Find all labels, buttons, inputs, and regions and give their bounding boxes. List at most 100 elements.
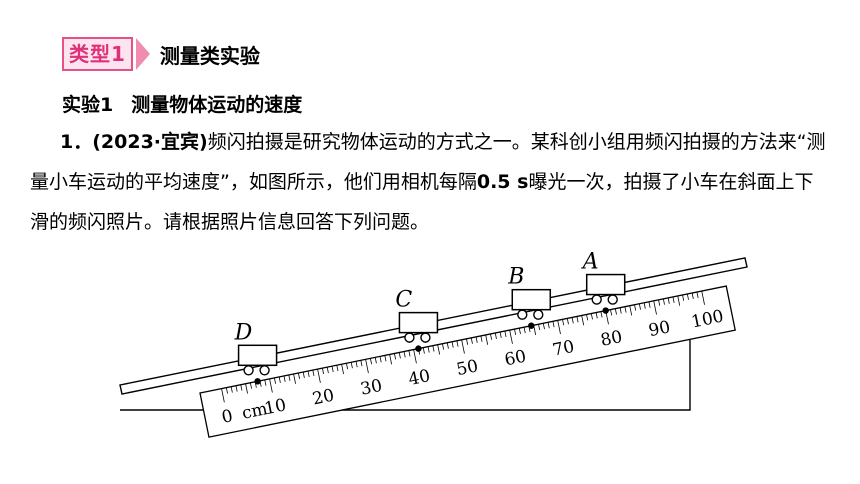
car-label: B xyxy=(507,265,524,290)
ruler-tick xyxy=(302,371,305,378)
question-body: 频闪拍摄是研究物体运动的方式之一。某科创小组用频闪拍摄的方法来“测量小车运动的平… xyxy=(30,131,826,193)
ruler-tick xyxy=(576,316,579,323)
ruler-tick xyxy=(365,359,369,374)
ruler-tick xyxy=(403,351,406,358)
ruler-tick xyxy=(586,314,589,321)
ruler-tick xyxy=(317,369,321,383)
question-body-end: 曝光一次，拍摄了小车在斜面上下滑的频闪照片。请根据照片信息回答下列问题。 xyxy=(30,171,814,233)
ruler-tick xyxy=(701,290,705,305)
ruler-tick xyxy=(326,367,329,374)
ruler-tick xyxy=(566,318,569,325)
ruler-label: 70 xyxy=(551,337,576,361)
ruler-label: 20 xyxy=(311,386,336,410)
ruler-tick xyxy=(547,322,550,329)
experiment-title: 测量物体运动的速度 xyxy=(131,94,303,116)
ruler-tick xyxy=(370,358,373,365)
ruler-tick xyxy=(523,327,526,334)
ruler-tick xyxy=(638,303,641,310)
ruler-tick xyxy=(662,298,665,305)
ruler-tick xyxy=(245,383,248,394)
ruler-tick xyxy=(374,357,377,364)
question-number: 1． xyxy=(60,131,93,153)
ruler-label: 80 xyxy=(599,327,624,351)
ruler-tick xyxy=(398,352,401,359)
ruler-tick xyxy=(643,302,646,309)
ruler-tick xyxy=(288,374,291,381)
ruler-body xyxy=(199,285,736,438)
ruler-tick xyxy=(355,361,358,368)
ruler-tick xyxy=(336,365,339,372)
car-wheel xyxy=(517,309,528,320)
ruler-tick xyxy=(509,329,513,344)
ruler-tick xyxy=(360,360,363,367)
question-interval: 0.5 s xyxy=(476,171,529,193)
ruler-tick xyxy=(619,307,622,314)
car-body xyxy=(237,344,278,367)
ruler-tick xyxy=(249,382,252,389)
ruler-label: 40 xyxy=(407,366,432,390)
car-wheel xyxy=(404,332,415,343)
car-b-marker xyxy=(528,322,535,329)
ruler-tick xyxy=(466,338,469,345)
ruler-tick xyxy=(648,301,651,308)
ruler-tick xyxy=(273,377,276,384)
ruler-tick xyxy=(312,370,315,377)
type-badge-title: 测量类实验 xyxy=(159,43,260,68)
ruler-tick xyxy=(225,387,228,394)
ruler-tick xyxy=(456,340,459,347)
ruler-tick xyxy=(490,333,493,340)
car-wheel xyxy=(533,309,544,320)
car-body xyxy=(585,273,626,296)
ruler-tick xyxy=(677,295,681,306)
ruler-tick xyxy=(389,354,393,365)
ruler-tick xyxy=(485,334,489,345)
ruler-tick xyxy=(562,319,565,326)
car-wheel xyxy=(259,365,270,376)
badge-arrow-icon xyxy=(135,38,150,70)
car-label: C xyxy=(395,288,412,313)
ruler-tick xyxy=(518,328,521,335)
ruler-tick xyxy=(297,372,300,379)
ruler-tick xyxy=(480,335,483,342)
ruler-tick xyxy=(600,311,603,318)
ruler-tick xyxy=(322,368,324,375)
ruler-tick xyxy=(571,317,574,324)
ruler-tick xyxy=(475,336,478,343)
ruler-tick xyxy=(590,313,593,320)
ruler-tick xyxy=(269,378,273,393)
ruler-tick xyxy=(696,291,699,298)
ruler-label: 90 xyxy=(647,317,672,341)
ruler-tick xyxy=(432,345,435,352)
ruler-tick xyxy=(346,363,348,370)
ruler-tick xyxy=(470,337,473,344)
ruler-tick xyxy=(581,315,585,326)
ruler-tick xyxy=(264,379,267,386)
ruler-tick xyxy=(682,294,685,301)
ruler-tick xyxy=(552,321,555,328)
car-wheel xyxy=(243,365,254,376)
ruler-tick xyxy=(379,356,382,363)
ruler-tick xyxy=(331,366,334,373)
ruler-tick xyxy=(634,304,637,311)
question-text: 1．(2023·宜宾)频闪拍摄是研究物体运动的方式之一。某科创小组用频闪拍摄的方… xyxy=(30,122,830,242)
ruler-tick xyxy=(504,330,507,338)
car-d: D xyxy=(234,320,278,376)
car-b: B xyxy=(507,265,552,320)
ruler-label: 60 xyxy=(503,347,528,371)
ruler-tick xyxy=(278,376,281,383)
ruler-tick xyxy=(595,312,598,319)
ruler-label: 50 xyxy=(455,356,480,380)
car-a-marker xyxy=(602,307,609,314)
ruler-label: 0 xyxy=(220,406,235,428)
car-d-marker xyxy=(254,378,261,385)
ruler-tick xyxy=(499,331,502,338)
car-c-marker xyxy=(415,345,422,352)
ruler-tick xyxy=(283,375,286,382)
ruler-tick xyxy=(350,362,353,369)
ruler-tick xyxy=(494,332,497,339)
ruler-label: 30 xyxy=(359,376,384,400)
ruler-tick xyxy=(230,386,233,393)
ruler-tick xyxy=(624,306,627,313)
